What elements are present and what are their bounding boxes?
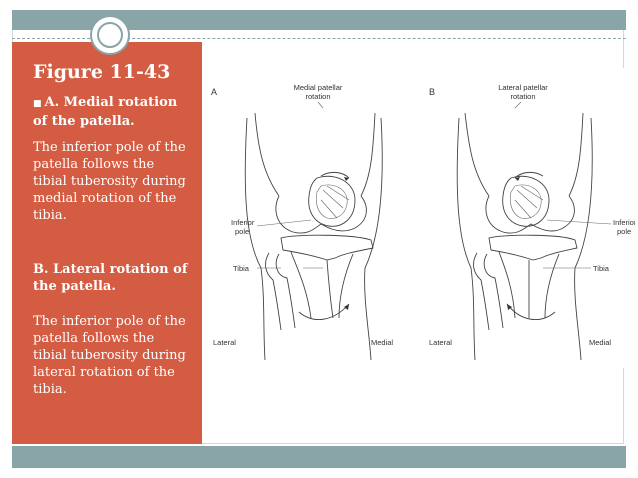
section-a-body: The inferior pole of the patella follows… — [33, 140, 186, 223]
section-b-body: The inferior pole of the patella follows… — [33, 314, 186, 397]
panel-a-letter: A — [211, 87, 217, 97]
panel-a-inferior-line2: pole — [235, 227, 249, 236]
panel-b-letter: B — [429, 87, 435, 97]
panel-b-medial-label: Medial — [589, 338, 611, 347]
section-a-heading-text: A. Medial rotation of the patella. — [33, 95, 178, 129]
panel-b-tibia-label: Tibia — [593, 264, 610, 273]
panel-b-lateral-label: Lateral — [429, 338, 452, 347]
panel-a-lateral-label: Lateral — [213, 338, 236, 347]
panel-b-inferior-line1: Inferior — [613, 218, 635, 227]
section-a-heading: ■A. Medial rotation of the patella. — [33, 94, 192, 130]
square-bullet-icon: ■ — [33, 99, 42, 109]
panel-a-inferior-line1: Inferior — [231, 218, 255, 227]
figure-title: Figure 11-43 — [33, 61, 171, 83]
knee-diagram: A Medial patellar rotation — [203, 68, 635, 368]
panel-b: B Lateral patellar rotation — [429, 83, 635, 361]
panel-b-title-line1: Lateral patellar — [498, 83, 548, 92]
panel-a-title-line2: rotation — [305, 92, 330, 101]
panel-a: A Medial patellar rotation — [211, 83, 393, 361]
panel-a-tibia-label: Tibia — [233, 264, 250, 273]
medallion-icon — [90, 15, 130, 55]
section-b-heading: B. Lateral rotation of the patella. — [33, 262, 188, 294]
panel-a-medial-label: Medial — [371, 338, 393, 347]
text-panel: Figure 11-43 ■A. Medial rotation of the … — [12, 42, 202, 444]
panel-a-title-line1: Medial patellar — [294, 83, 343, 92]
panel-b-inferior-line2: pole — [617, 227, 631, 236]
dashed-divider — [12, 38, 626, 39]
bottom-bar — [12, 446, 626, 468]
panel-b-title-line2: rotation — [510, 92, 535, 101]
top-bar — [12, 10, 626, 30]
